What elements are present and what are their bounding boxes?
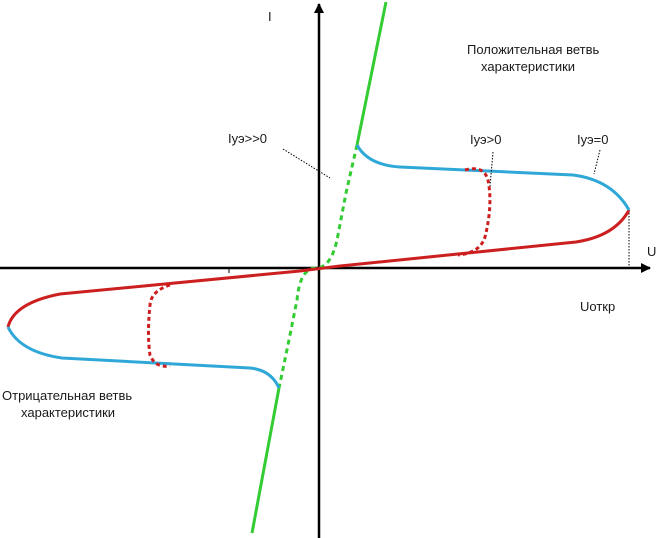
x-axis-label: U (647, 244, 656, 259)
negative-branch-label-line2: характеристики (21, 405, 115, 420)
blue-branch-positive (355, 144, 631, 211)
blue-branch-negative (6, 326, 281, 389)
red-dashed-curve-negative (147, 283, 171, 368)
iue-eq-0-label: Iуэ=0 (577, 132, 608, 147)
leader-iue-eq-0 (593, 149, 601, 175)
leader-iue-gt-0 (489, 151, 494, 187)
iue-much-gt-0-label: Iуэ>>0 (228, 131, 267, 146)
negative-branch-label-line1: Отрицательная ветвь (2, 388, 132, 403)
u-open-label: Uоткр (580, 299, 615, 314)
leader-iue-much-gt-0 (282, 148, 331, 179)
positive-branch-label-line1: Положительная ветвь (467, 42, 600, 57)
green-line-lower (250, 387, 281, 534)
green-line-dashed (277, 144, 359, 389)
red-branch (6, 209, 631, 328)
iue-gt-0-label: Iуэ>0 (470, 132, 501, 147)
red-dashed-curve-positive (457, 167, 492, 257)
positive-branch-label-line2: характеристики (481, 59, 575, 74)
green-line-upper (355, 1, 388, 146)
y-axis-label: I (268, 9, 272, 24)
